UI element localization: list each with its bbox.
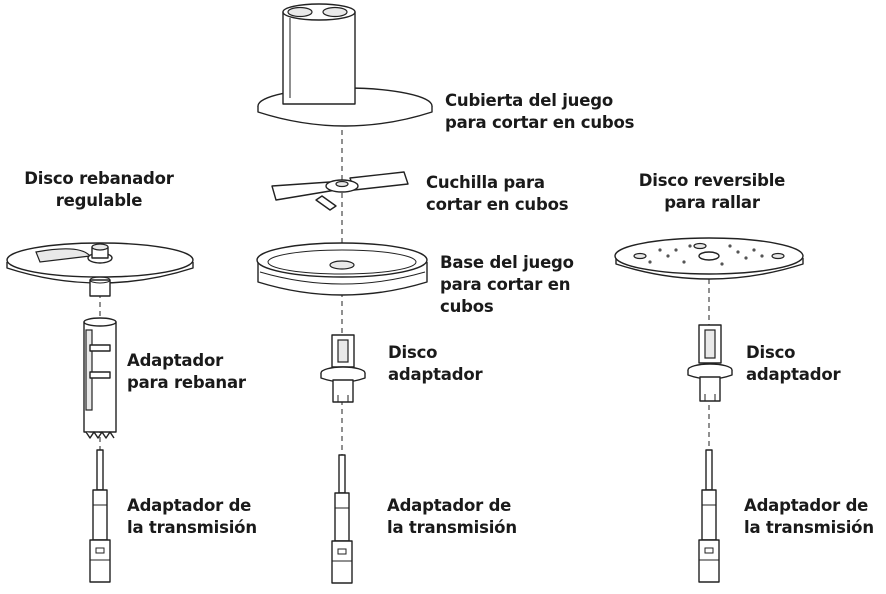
- dicing-base-label: Base del juego para cortar en cubos: [440, 253, 574, 316]
- dicing-blade-part: [271, 171, 409, 211]
- center-disc-adapter-part: [320, 334, 366, 403]
- center-disc-adapter-label: Disco adaptador: [388, 343, 483, 384]
- right-drive-adapter-part: [698, 449, 720, 583]
- left-drive-adapter-label: Adaptador de la transmisión: [127, 496, 257, 537]
- shredding-disc-label: Disco reversible para rallar: [638, 171, 786, 212]
- dicing-kit-cover-part: [257, 3, 433, 127]
- right-disc-adapter-label: Disco adaptador: [746, 343, 841, 384]
- slicing-adapter-part: [83, 317, 117, 439]
- center-drive-adapter-part: [331, 454, 353, 584]
- slicing-adapter-label: Adaptador para rebanar: [127, 351, 246, 392]
- left-drive-adapter-part: [89, 449, 111, 583]
- slicing-disc-part: [6, 242, 194, 297]
- slicing-disc-label: Disco rebanador regulable: [24, 169, 174, 210]
- right-drive-adapter-label: Adaptador de la transmisión: [744, 496, 874, 537]
- right-disc-adapter-part: [687, 324, 733, 402]
- cover-label: Cubierta del juego para cortar en cubos: [445, 91, 635, 132]
- dicing-kit-base-part: [256, 242, 428, 296]
- dicing-blade-label: Cuchilla para cortar en cubos: [426, 173, 569, 214]
- shredding-disc-part: [614, 237, 804, 280]
- center-drive-adapter-label: Adaptador de la transmisión: [387, 496, 517, 537]
